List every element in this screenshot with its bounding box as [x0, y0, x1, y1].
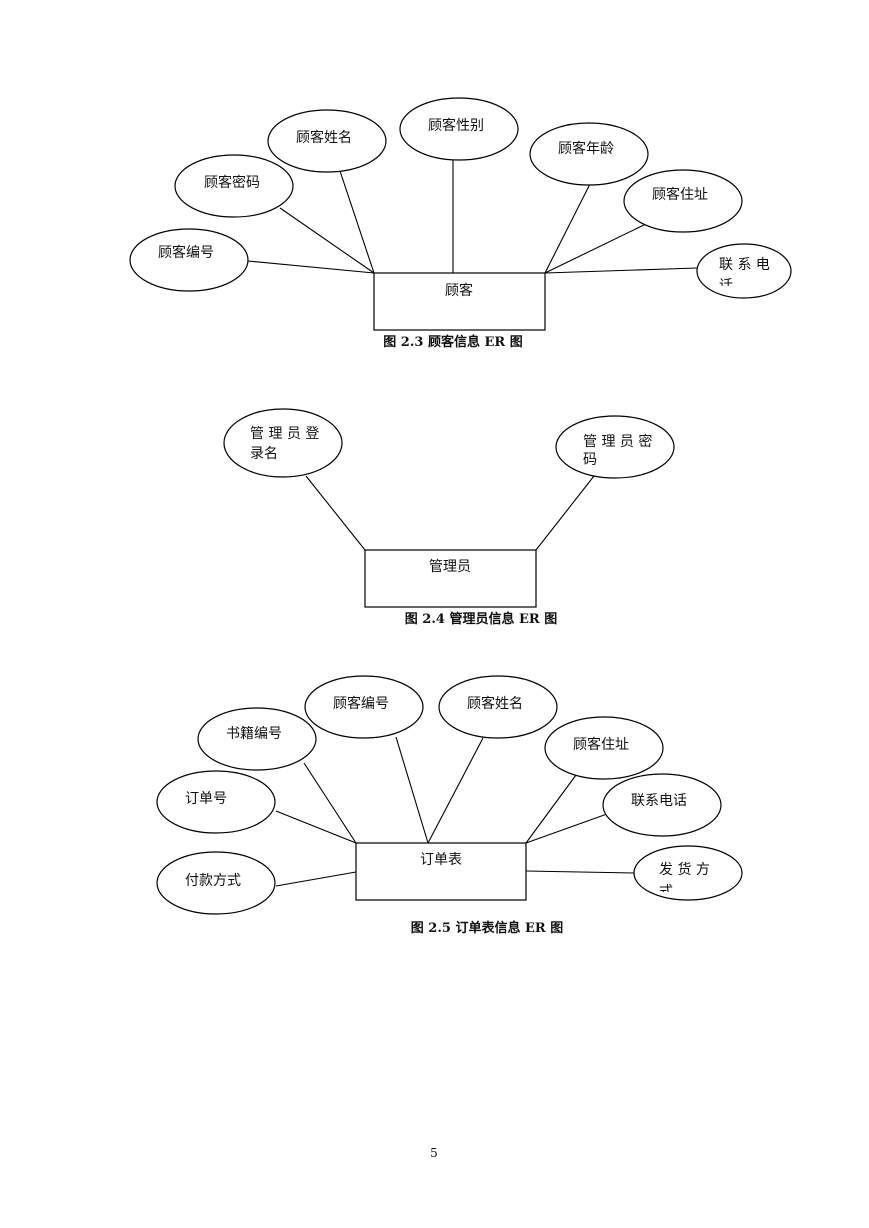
entity-customer	[373, 272, 546, 331]
attr-customer-name-label: 顾客姓名	[296, 129, 352, 146]
er-diagram-admin: 管理员 管 理 员 登 录名 管 理 员 密 码 图 2.4 管理员信息 ER …	[223, 408, 675, 627]
attr-admin-login-label-1: 管 理 员 登	[250, 426, 319, 442]
attr-customer-gender	[399, 97, 519, 161]
attr-order-customer-name-label: 顾客姓名	[467, 695, 523, 712]
attr-admin-login-label-2: 录名	[250, 446, 278, 462]
entity-order-label: 订单表	[420, 852, 462, 868]
attr-customer-age-label: 顾客年龄	[558, 140, 614, 157]
attr-customer-password	[174, 154, 294, 218]
attr-admin-login	[223, 408, 343, 478]
attr-customer-address	[623, 169, 743, 233]
attr-order-customer-address	[544, 716, 664, 780]
attr-customer-name	[267, 109, 387, 173]
attr-admin-password-label-2: 码	[583, 452, 597, 468]
attr-customer-address-label: 顾客住址	[652, 186, 708, 203]
attr-order-payment-label: 付款方式	[185, 873, 241, 889]
attr-customer-id-label: 顾客编号	[158, 244, 214, 261]
entity-admin	[364, 549, 537, 608]
attr-customer-password-label: 顾客密码	[204, 174, 260, 191]
attr-order-phone	[602, 773, 722, 837]
er-diagram-customer: 顾客 顾客编号 顾客密码 顾客姓名 顾客性别 顾客年龄 顾客住址 联 系 电 话…	[129, 97, 792, 350]
attr-order-shipping-label-1: 发 货 方	[659, 861, 710, 878]
caption-customer-er: 图 2.3 顾客信息 ER 图	[383, 334, 522, 350]
attr-customer-phone-label-2: 话	[719, 278, 733, 294]
attr-order-book-id	[197, 707, 317, 771]
entity-admin-label: 管理员	[429, 559, 471, 575]
attr-customer-phone-label-1: 联 系 电	[719, 257, 770, 273]
attr-order-shipping	[633, 845, 743, 901]
attr-order-number	[156, 770, 276, 834]
attr-order-number-label: 订单号	[185, 791, 227, 807]
page-number: 5	[430, 1146, 438, 1160]
attr-customer-phone	[696, 243, 792, 299]
entity-customer-label: 顾客	[445, 282, 473, 299]
entity-order	[355, 842, 527, 901]
attr-admin-password-label-1: 管 理 员 密	[583, 433, 652, 450]
attr-order-phone-label: 联系电话	[631, 793, 687, 809]
attr-order-customer-id	[304, 675, 424, 739]
attr-customer-age	[529, 122, 649, 186]
attr-order-book-id-label: 书籍编号	[226, 725, 282, 742]
er-diagram-order: 订单表 书籍编号 顾客编号 顾客姓名 顾客住址 订单号 联系电话 付款方式 发 …	[156, 675, 743, 936]
caption-order-er: 图 2.5 订单表信息 ER 图	[411, 920, 563, 936]
attr-order-payment	[156, 851, 276, 915]
attr-customer-id	[129, 228, 249, 292]
attr-customer-gender-label: 顾客性别	[428, 117, 484, 134]
attr-order-customer-name	[438, 675, 558, 739]
attr-order-customer-address-label: 顾客住址	[573, 736, 629, 753]
attr-order-customer-id-label: 顾客编号	[333, 695, 389, 712]
attr-admin-password	[555, 415, 675, 479]
attr-order-shipping-label-2: 式	[659, 884, 673, 900]
caption-admin-er: 图 2.4 管理员信息 ER 图	[405, 611, 557, 627]
